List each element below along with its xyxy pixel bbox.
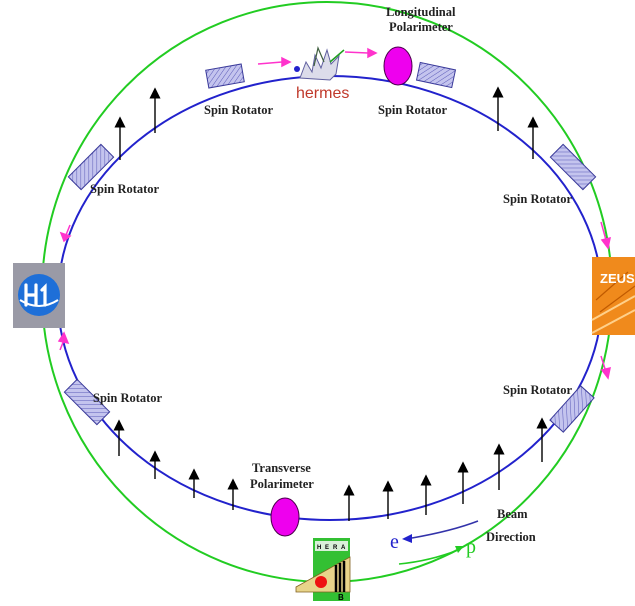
- beam-direction-arrows: [398, 520, 479, 565]
- h1-logo: [13, 263, 65, 328]
- spin-rotator-label: Spin Rotator: [93, 391, 163, 405]
- spin-rotator-block: [549, 143, 597, 191]
- hera-letter: E: [325, 545, 329, 551]
- hera-letter: R: [333, 545, 338, 551]
- longitudinal-polarimeter-label: Polarimeter: [389, 20, 453, 34]
- zeus-logo: ZEUS: [591, 257, 635, 335]
- spin-rotator-label: Spin Rotator: [503, 383, 573, 397]
- transverse-polarimeter-label: Polarimeter: [250, 477, 314, 491]
- hera-letter: H: [317, 545, 321, 551]
- zeus-logo-text: ZEUS: [600, 271, 635, 286]
- proton-label: p: [466, 536, 476, 558]
- spin-rotators: [63, 61, 597, 433]
- spin-rotator-block: [205, 63, 245, 89]
- spin-rotator-label: Spin Rotator: [378, 103, 448, 117]
- hermes-logo-text: hermes: [296, 85, 349, 102]
- hera-b-letter: B: [338, 593, 344, 602]
- hera-letter: A: [341, 545, 346, 551]
- hermes-logo: hermes: [294, 46, 349, 102]
- beam-direction-label: Beam: [497, 507, 528, 521]
- spin-rotator-block: [415, 61, 457, 89]
- spin-rotator-block: [63, 378, 111, 426]
- electron-label: e: [390, 531, 399, 553]
- spin-rotator-label: Spin Rotator: [204, 103, 274, 117]
- beam-direction-label: Direction: [486, 530, 536, 544]
- spin-rotator-label: Spin Rotator: [503, 192, 573, 206]
- polarization-arrows: [113, 86, 548, 521]
- spin-rotator-block: [67, 143, 115, 191]
- longitudinal-polarimeter: [383, 46, 413, 86]
- electron-ring: [57, 75, 603, 521]
- magenta-arrows: [57, 47, 611, 380]
- transverse-polarimeter-label: Transverse: [252, 461, 311, 475]
- transverse-polarimeter: [270, 497, 300, 537]
- hera-b-logo: H E R A B: [295, 538, 351, 602]
- spin-rotator-label: Spin Rotator: [90, 182, 160, 196]
- longitudinal-polarimeter-label: Longitudinal: [386, 5, 456, 19]
- spin-rotator-block: [549, 385, 595, 433]
